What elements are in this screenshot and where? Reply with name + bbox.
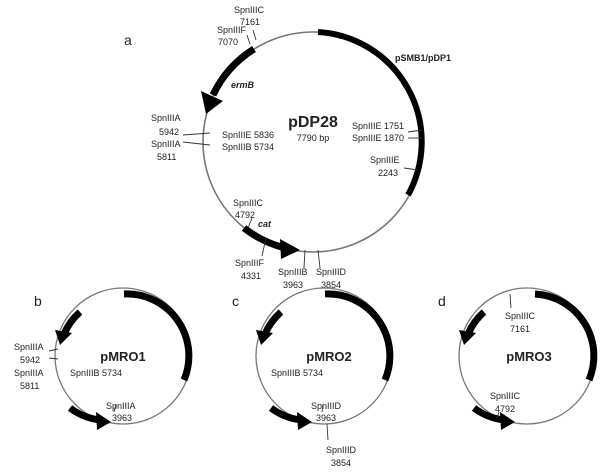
pmro1-ermB-arrow [60, 309, 83, 336]
pmro1-ermB-arrowhead [55, 330, 72, 345]
site-e2243-pos: 2243 [378, 168, 398, 178]
panel-d: d pMRO3 SpnIIIC 7161 SpnIIIC 4792 [438, 287, 598, 430]
ermB-arrowhead [201, 91, 223, 114]
site-a5942-pos: 5942 [159, 127, 179, 137]
pmro2-site-b5734: SpnIIIB 5734 [271, 368, 323, 378]
pmro1-site-a5811-pos: 5811 [20, 381, 39, 391]
site-e1870: SpnIIIE 1870 [352, 133, 404, 143]
pmro2-site-d3963-enzyme: SpnIIID [311, 401, 342, 411]
pdp28-size: 7790 bp [297, 133, 330, 143]
panel-c-label: c [232, 293, 239, 309]
site-f7070-enzyme: SpnIIIF [217, 25, 247, 35]
site-f4331-enzyme: SpnIIIF [235, 258, 265, 268]
pmro2-site-ticks [321, 403, 329, 441]
site-e1751: SpnIIIE 1751 [352, 121, 404, 131]
pmro3-ermB-arrow [464, 309, 487, 336]
pmro2-segment [324, 290, 394, 382]
pmro1-site-a5942-enzyme: SpnIIIA [14, 342, 44, 352]
site-c7161-pos: 7161 [240, 17, 260, 27]
panel-a: a pDP28 7790 bp pSMB1/pDP1 [124, 5, 451, 290]
pmro1-site-a5811-enzyme: SpnIIIA [14, 368, 44, 378]
pmro2-site-d3854-pos: 3854 [331, 458, 351, 468]
panel-b: b pMRO1 SpnIIIA 5942 SpnIIIA 5811 SpnIII… [14, 287, 193, 430]
pmro3-name: pMRO3 [506, 349, 552, 364]
site-f7070-pos: 7070 [218, 37, 238, 47]
panel-c: c pMRO2 SpnIIIB 5734 SpnIIID 3963 SpnIII… [232, 287, 394, 468]
pmro3-site-ticks [496, 293, 512, 419]
site-a5811-pos: 5811 [157, 152, 176, 162]
panel-b-label: b [34, 293, 42, 309]
pmro2-site-d3963-pos: 3963 [316, 413, 336, 423]
pmro3-site-c4792-enzyme: SpnIIIC [490, 391, 521, 401]
site-e5836: SpnIIIE 5836 [222, 130, 274, 140]
site-d3854-pos: 3854 [321, 280, 341, 290]
pmro3-segment [534, 290, 598, 382]
pmro2-ermB-arrowhead [256, 330, 273, 345]
panel-d-label: d [438, 293, 446, 309]
pmro3-ermB-arrowhead [459, 330, 476, 345]
pmro1-site-a5942-pos: 5942 [20, 355, 40, 365]
pdp28-name: pDP28 [288, 114, 338, 131]
pmro1-segment [123, 290, 193, 382]
pmro3-site-c7161-pos: 7161 [510, 324, 530, 334]
pdp28-site-ticks [182, 29, 423, 269]
psmb1-segment-label: pSMB1/pDP1 [395, 53, 451, 63]
site-a5811-enzyme: SpnIIIA [151, 139, 181, 149]
panel-a-label: a [124, 32, 132, 48]
site-c4792-pos: 4792 [235, 210, 255, 220]
ermB-label: ermB [231, 80, 255, 90]
site-f4331-pos: 4331 [241, 271, 261, 281]
pmro3-cat-arrowhead [500, 412, 515, 430]
pmro2-ermB-arrow [261, 309, 284, 336]
site-a5942-enzyme: SpnIIIA [151, 113, 181, 123]
pmro1-site-a3963-pos: 3963 [112, 413, 132, 423]
pmro1-cat-arrowhead [96, 412, 111, 430]
pmro2-cat-arrowhead [297, 412, 312, 430]
pmro1-site-a3963-enzyme: SpnIIIA [106, 401, 136, 411]
site-b3963-enzyme: SpnIIIB [278, 267, 308, 277]
site-b3963-pos: 3963 [283, 280, 303, 290]
pmro2-name: pMRO2 [306, 349, 352, 364]
pmro1-cat-arrow [67, 405, 101, 424]
pmro1-site-b5734: SpnIIIB 5734 [70, 368, 122, 378]
pmro2-site-d3854-enzyme: SpnIIID [326, 445, 357, 455]
cat-label: cat [258, 219, 272, 229]
pmro2-cat-arrow [268, 405, 302, 424]
site-b5734: SpnIIIB 5734 [222, 142, 274, 152]
pmro3-site-c7161-enzyme: SpnIIIC [505, 311, 536, 321]
site-c4792-enzyme: SpnIIIC [233, 198, 264, 208]
site-e2243-enzyme: SpnIIIE [370, 155, 400, 165]
psmb1-segment [317, 29, 425, 197]
site-c7161-enzyme: SpnIIIC [234, 5, 265, 15]
site-d3854-enzyme: SpnIIID [316, 267, 347, 277]
pmro3-site-c4792-pos: 4792 [495, 404, 515, 414]
pmro1-site-ticks [48, 348, 117, 413]
cat-arrowhead [280, 239, 300, 259]
ermB-arrow-body [209, 46, 256, 97]
pmro1-name: pMRO1 [100, 349, 146, 364]
